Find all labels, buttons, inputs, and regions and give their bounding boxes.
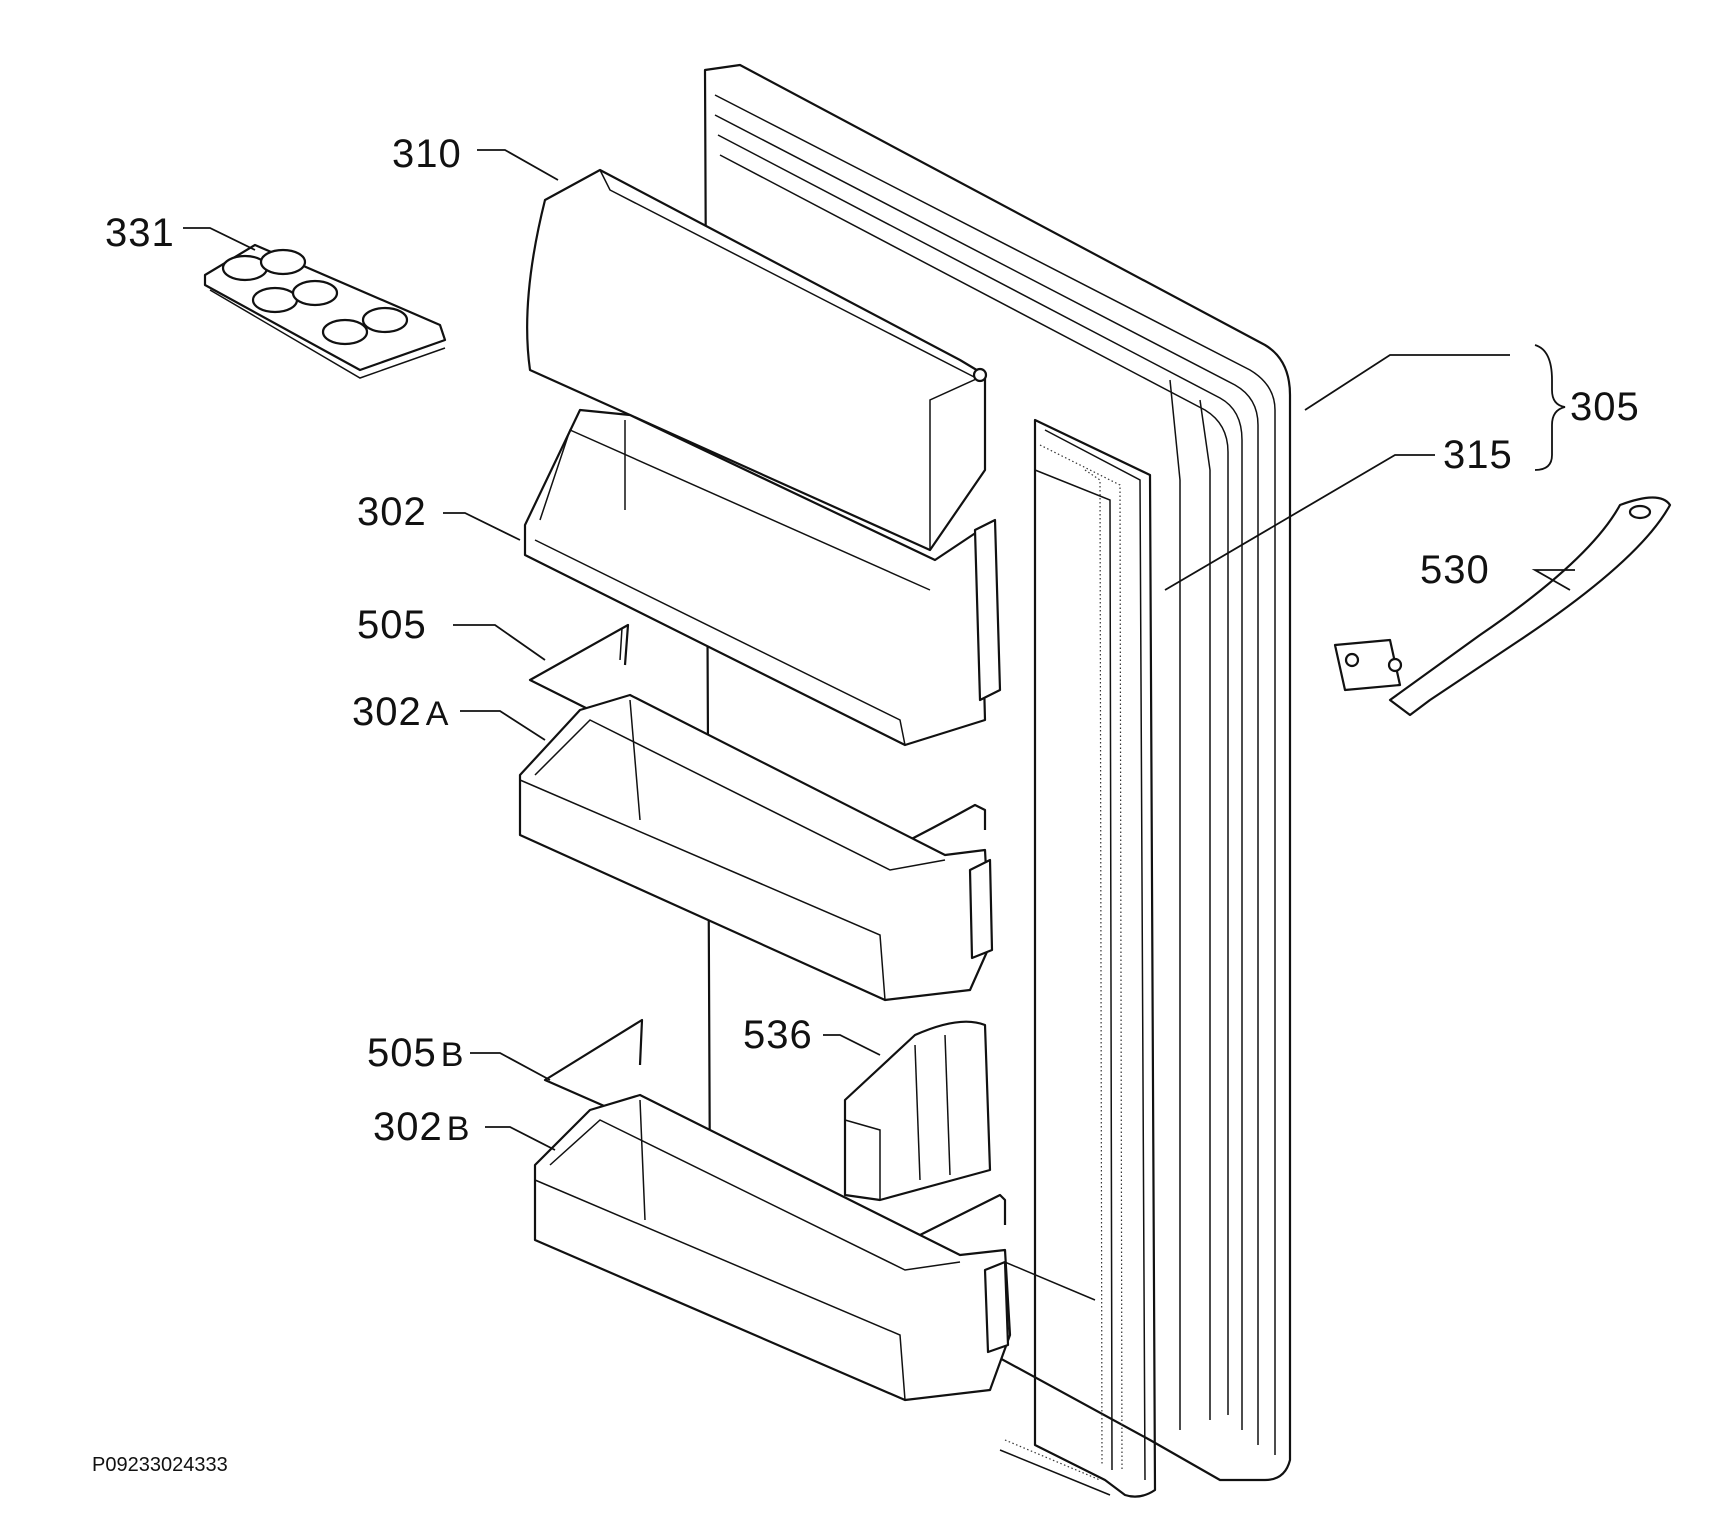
callout-302b-number: 302 [373, 1105, 443, 1149]
callout-302a-suffix: A [425, 695, 450, 733]
egg-tray [203, 243, 447, 379]
callout-305-number: 305 [1570, 385, 1640, 429]
callout-315: 315 [1443, 435, 1513, 475]
callout-302-number: 302 [357, 490, 427, 534]
door-gasket [999, 418, 1157, 1498]
callout-505-number: 505 [357, 603, 427, 647]
leader-lines [183, 149, 1575, 1151]
callout-536-number: 536 [743, 1013, 813, 1057]
callout-530-number: 530 [1420, 548, 1490, 592]
callout-310-number: 310 [392, 132, 462, 176]
callout-331: 331 [105, 213, 175, 253]
bottle-divider [843, 1020, 992, 1202]
callout-505: 505 [357, 605, 427, 645]
callout-310: 310 [392, 134, 462, 174]
door-handle [1333, 496, 1672, 717]
drawing-code: P09233024333 [92, 1454, 228, 1476]
callout-302a-number: 302 [352, 690, 422, 734]
callout-302: 302 [357, 492, 427, 532]
callout-305: 305 [1570, 387, 1640, 427]
callout-505b-suffix: B [440, 1036, 465, 1074]
callout-302b-suffix: B [446, 1110, 471, 1148]
dairy-compartment-lid [526, 168, 988, 552]
callout-315-number: 315 [1443, 433, 1513, 477]
door-shelf-302a [518, 693, 994, 1002]
callout-536: 536 [743, 1015, 813, 1055]
callout-331-number: 331 [105, 211, 175, 255]
dairy-compartment-tray [523, 408, 1002, 747]
callout-530: 530 [1420, 550, 1490, 590]
callout-505b-number: 505 [367, 1031, 437, 1075]
door-shelf-302b [533, 1093, 1012, 1402]
